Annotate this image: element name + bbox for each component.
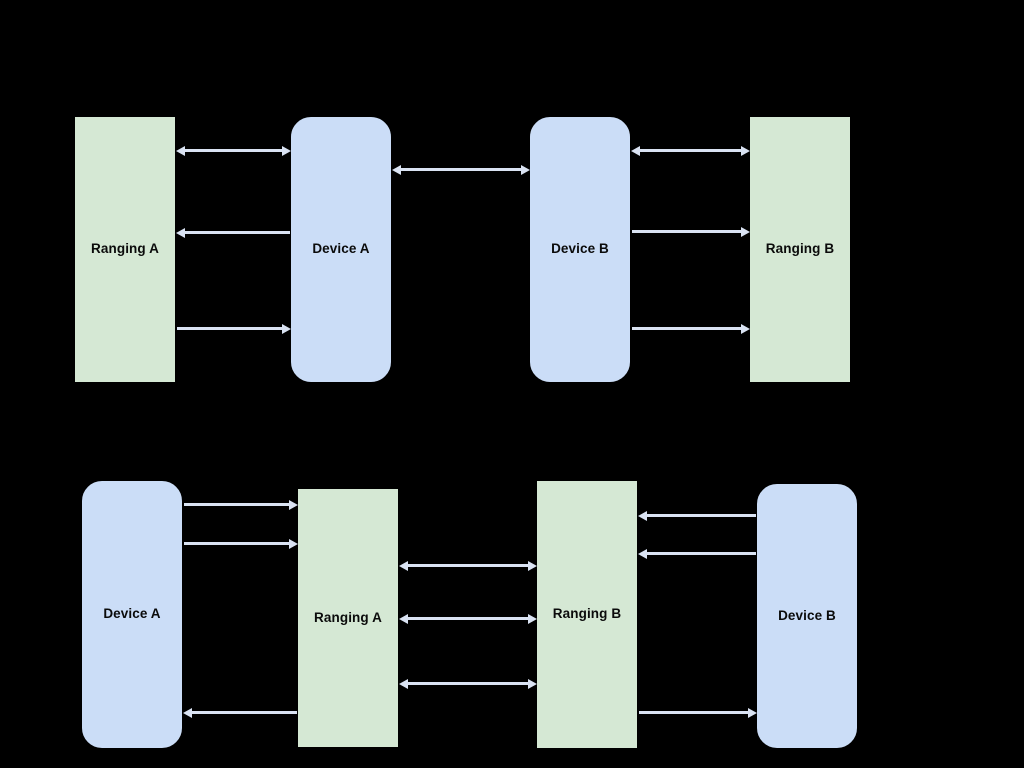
arrowhead-right-icon (528, 678, 537, 689)
arrow-shaft (639, 711, 749, 714)
node-bot-device-b[interactable]: Device B (757, 484, 857, 748)
arrowhead-right-icon (741, 226, 750, 237)
arrow-shaft (407, 682, 529, 685)
node-label: Ranging A (314, 609, 382, 625)
arrow-shaft (407, 617, 529, 620)
arrow-top-ranging-a-to-top-device-a (176, 145, 291, 156)
arrow-shaft (184, 149, 283, 152)
arrow-bot-device-a-to-bot-ranging-a (184, 499, 298, 510)
arrow-shaft (632, 230, 742, 233)
arrow-shaft (184, 542, 290, 545)
arrow-shaft (646, 552, 756, 555)
arrow-bot-device-b-to-bot-ranging-b (638, 510, 756, 521)
node-label: Device B (551, 241, 609, 257)
node-label: Ranging B (765, 241, 835, 257)
arrow-top-device-b-to-top-ranging-b (632, 323, 750, 334)
node-bot-device-a[interactable]: Device A (82, 481, 182, 748)
node-top-ranging-a[interactable]: Ranging A (75, 117, 175, 382)
arrow-bot-ranging-a-to-bot-ranging-b (399, 678, 537, 689)
arrowhead-left-icon (399, 613, 408, 624)
arrowhead-left-icon (399, 678, 408, 689)
arrowhead-right-icon (282, 323, 291, 334)
arrowhead-right-icon (521, 164, 530, 175)
arrow-bot-ranging-a-to-bot-device-a (183, 707, 297, 718)
arrowhead-left-icon (176, 227, 185, 238)
arrow-bot-device-b-to-bot-ranging-b (638, 548, 756, 559)
arrow-bot-ranging-b-to-bot-device-b (639, 707, 757, 718)
arrowhead-right-icon (528, 560, 537, 571)
arrowhead-right-icon (282, 145, 291, 156)
arrow-shaft (632, 327, 742, 330)
node-label: Ranging A (91, 241, 159, 257)
arrow-top-device-b-to-top-ranging-b (631, 145, 750, 156)
node-top-device-a[interactable]: Device A (291, 117, 391, 382)
arrowhead-left-icon (638, 510, 647, 521)
arrowhead-left-icon (176, 145, 185, 156)
arrow-bot-ranging-a-to-bot-ranging-b (399, 613, 537, 624)
arrow-top-ranging-a-to-top-device-a (177, 323, 291, 334)
arrow-bot-device-a-to-bot-ranging-a (184, 538, 298, 549)
arrow-shaft (639, 149, 742, 152)
arrow-top-device-a-to-top-ranging-a (176, 227, 290, 238)
arrow-shaft (407, 564, 529, 567)
node-bot-ranging-a[interactable]: Ranging A (298, 489, 398, 747)
arrow-shaft (400, 168, 522, 171)
arrowhead-right-icon (748, 707, 757, 718)
node-label: Device B (778, 607, 836, 623)
arrowhead-left-icon (631, 145, 640, 156)
arrowhead-right-icon (289, 499, 298, 510)
node-label: Device A (103, 606, 161, 622)
arrowhead-left-icon (399, 560, 408, 571)
arrowhead-left-icon (638, 548, 647, 559)
node-bot-ranging-b[interactable]: Ranging B (537, 481, 637, 748)
arrow-shaft (184, 231, 290, 234)
arrow-shaft (646, 514, 756, 517)
node-top-device-b[interactable]: Device B (530, 117, 630, 382)
arrow-top-device-a-to-top-device-b (392, 164, 530, 175)
node-top-ranging-b[interactable]: Ranging B (750, 117, 850, 382)
arrowhead-left-icon (392, 164, 401, 175)
node-label: Ranging B (552, 606, 622, 622)
node-label: Device A (312, 241, 370, 257)
arrowhead-right-icon (741, 145, 750, 156)
arrow-shaft (184, 503, 290, 506)
arrowhead-right-icon (528, 613, 537, 624)
arrowhead-right-icon (741, 323, 750, 334)
arrow-top-device-b-to-top-ranging-b (632, 226, 750, 237)
arrowhead-left-icon (183, 707, 192, 718)
arrow-shaft (177, 327, 283, 330)
arrowhead-right-icon (289, 538, 298, 549)
arrow-bot-ranging-a-to-bot-ranging-b (399, 560, 537, 571)
arrow-shaft (191, 711, 297, 714)
